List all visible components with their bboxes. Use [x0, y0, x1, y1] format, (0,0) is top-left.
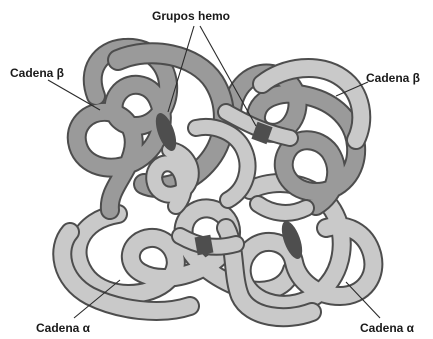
- label-beta-chain-right: Cadena β: [366, 71, 420, 85]
- label-beta-chain-left: Cadena β: [10, 66, 64, 80]
- label-alpha-chain-left: Cadena α: [36, 321, 91, 335]
- label-heme-groups: Grupos hemo: [152, 9, 230, 23]
- heme-group-3: [195, 235, 214, 256]
- label-alpha-chain-right: Cadena α: [360, 321, 415, 335]
